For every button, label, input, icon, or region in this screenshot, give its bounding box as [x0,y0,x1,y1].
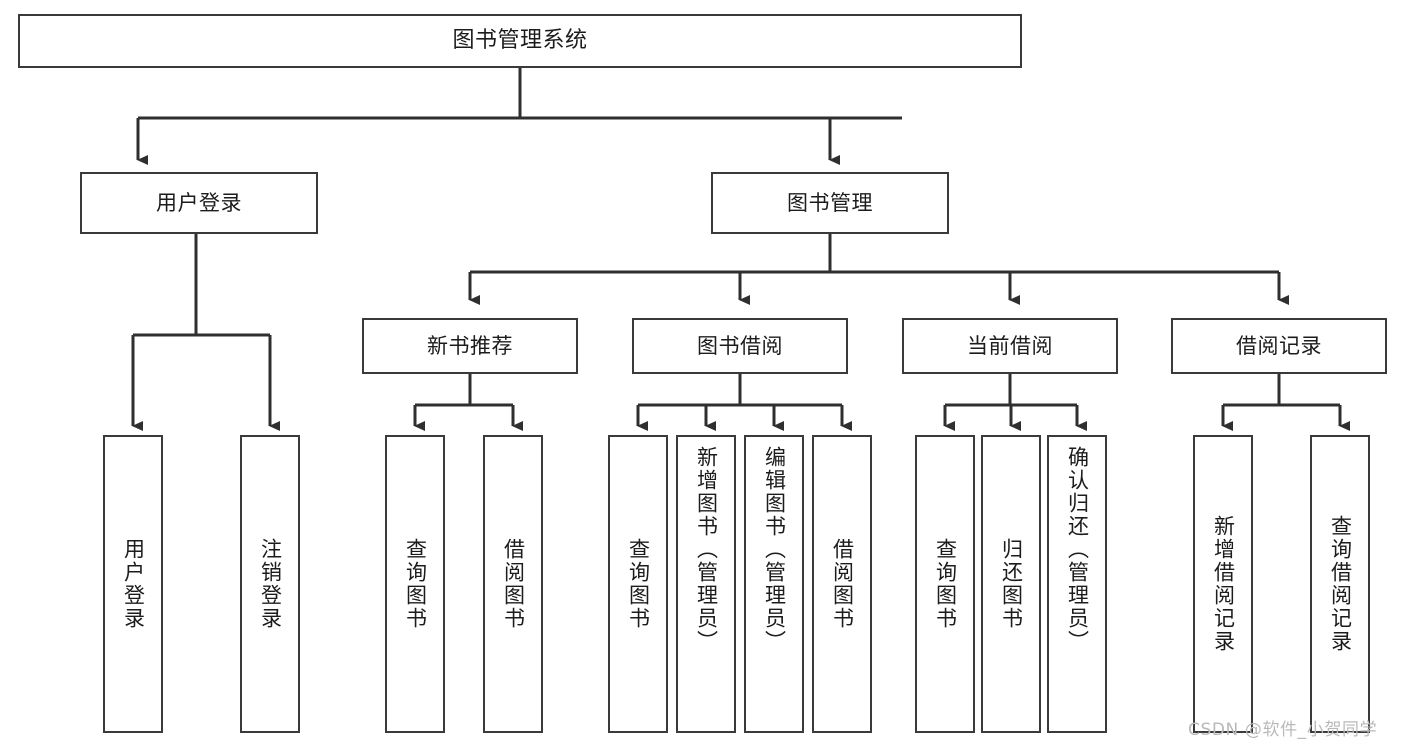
node-label: 新增借阅记录 [1211,515,1236,653]
leaf-book-borrow-2[interactable]: 新增图书（管理员） [676,435,736,733]
node-book-borrow[interactable]: 图书借阅 [632,318,848,374]
leaf-user-login-1[interactable]: 用户登录 [103,435,163,733]
node-label: 归还图书 [999,538,1024,630]
node-label: 用户登录 [156,190,242,215]
node-user-login[interactable]: 用户登录 [80,172,318,234]
node-book-management[interactable]: 图书管理 [711,172,949,234]
leaf-book-borrow-3[interactable]: 编辑图书（管理员） [744,435,804,733]
leaf-borrow-record-1[interactable]: 新增借阅记录 [1193,435,1253,733]
leaf-user-login-2[interactable]: 注销登录 [240,435,300,733]
node-label: 新书推荐 [427,333,513,358]
node-label: 查询图书 [933,538,958,630]
node-current-borrow[interactable]: 当前借阅 [902,318,1118,374]
node-label: 图书管理 [787,190,873,215]
node-root-book-management-system[interactable]: 图书管理系统 [18,14,1022,68]
node-label: 查询图书 [403,538,428,630]
leaf-new-book-recommend-2[interactable]: 借阅图书 [483,435,543,733]
csdn-watermark: CSDN @软件_小贺同学 [1188,720,1378,740]
leaf-current-borrow-2[interactable]: 归还图书 [981,435,1041,733]
node-label: 用户登录 [121,538,146,630]
node-label: 查询图书 [626,538,651,630]
node-label: 编辑图书（管理员） [762,446,787,653]
node-label: 借阅图书 [501,538,526,630]
node-label: 图书管理系统 [452,28,588,54]
node-new-book-recommend[interactable]: 新书推荐 [362,318,578,374]
node-label: 新增图书（管理员） [694,446,719,653]
leaf-current-borrow-3[interactable]: 确认归还（管理员） [1047,435,1107,733]
node-label: 借阅记录 [1236,333,1322,358]
node-label: 图书借阅 [697,333,783,358]
leaf-book-borrow-1[interactable]: 查询图书 [608,435,668,733]
node-label: 当前借阅 [967,333,1053,358]
leaf-book-borrow-4[interactable]: 借阅图书 [812,435,872,733]
node-label: 确认归还（管理员） [1065,446,1090,653]
node-label: 借阅图书 [830,538,855,630]
leaf-current-borrow-1[interactable]: 查询图书 [915,435,975,733]
node-borrow-record[interactable]: 借阅记录 [1171,318,1387,374]
leaf-borrow-record-2[interactable]: 查询借阅记录 [1310,435,1370,733]
leaf-new-book-recommend-1[interactable]: 查询图书 [385,435,445,733]
node-label: 注销登录 [258,538,283,630]
node-label: 查询借阅记录 [1328,515,1353,653]
